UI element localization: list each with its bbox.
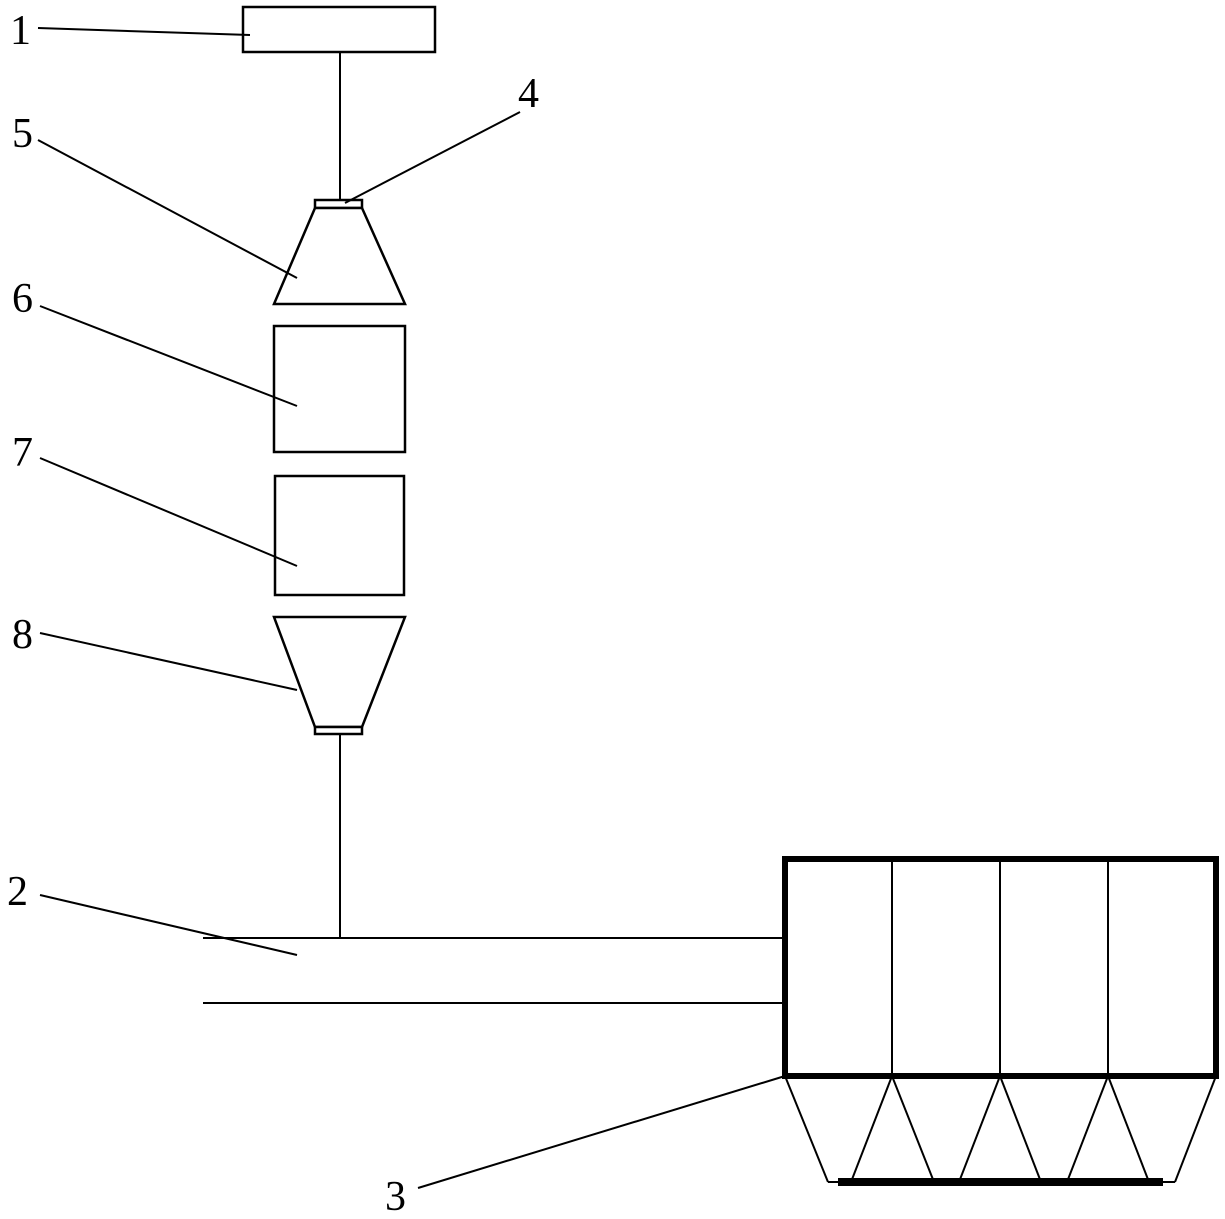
hopper-inner: [1107, 1075, 1150, 1183]
hopper-inner: [958, 1075, 1001, 1183]
label-8: 8: [12, 612, 33, 658]
hopper-inner: [1066, 1075, 1109, 1183]
component-1-box: [241, 5, 437, 54]
label-1: 1: [10, 8, 31, 54]
hopper-inner: [891, 1075, 935, 1183]
label-6: 6: [12, 276, 33, 322]
component-8-lower-cone: [272, 615, 407, 729]
component-6-upper-block: [272, 324, 407, 454]
label-7: 7: [12, 430, 33, 476]
label-4: 4: [518, 71, 539, 117]
leader-line-4: [344, 111, 521, 204]
label-2: 2: [7, 869, 28, 915]
leader-line-1: [37, 27, 251, 36]
leader-line-7: [39, 457, 298, 567]
lower-flange: [313, 725, 364, 736]
leader-line-3: [417, 1075, 786, 1189]
hopper-inner: [850, 1075, 893, 1183]
component-7-lower-block: [273, 474, 406, 597]
component-3-collector: [782, 856, 1219, 1186]
leader-line-6: [39, 305, 298, 407]
leader-line-5: [37, 139, 298, 279]
label-5: 5: [12, 111, 33, 157]
hopper-inner: [999, 1075, 1042, 1183]
hopper-outer-right: [1174, 1075, 1217, 1183]
component-5-upper-cone: [272, 206, 407, 306]
leader-line-8: [39, 632, 298, 691]
component-2-duct: [203, 937, 784, 1004]
hopper-outer-left: [784, 1075, 829, 1183]
label-3: 3: [385, 1174, 406, 1219]
leader-line-2: [39, 894, 298, 956]
